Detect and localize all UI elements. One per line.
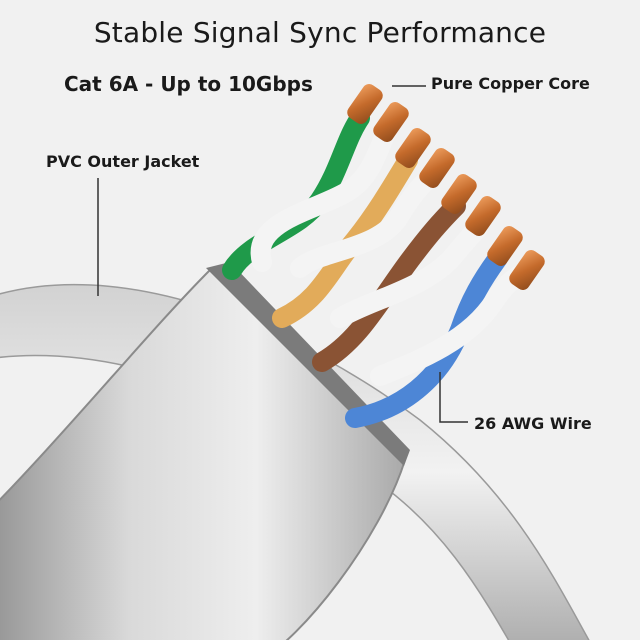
wire-gauge-label: 26 AWG Wire — [474, 414, 592, 433]
copper-core — [509, 250, 545, 290]
copper-core — [441, 174, 477, 214]
white-green-wire — [250, 118, 398, 272]
wire-gauge-leader — [439, 372, 468, 423]
copper-core — [465, 196, 501, 236]
outer-jacket-label: PVC Outer Jacket — [46, 152, 200, 171]
brown-wire — [312, 196, 466, 372]
page-title: Stable Signal Sync Performance — [93, 16, 547, 49]
copper-core — [419, 148, 455, 188]
copper-core — [373, 102, 409, 142]
copper-core — [395, 128, 431, 168]
white-brown-wire — [330, 218, 488, 328]
copper-core-label: Pure Copper Core — [431, 74, 590, 93]
copper-cores — [347, 84, 545, 290]
copper-core — [487, 226, 523, 266]
category-subtitle: Cat 6A - Up to 10Gbps — [64, 72, 313, 96]
white-orange-wire — [290, 166, 442, 278]
copper-core — [347, 84, 383, 124]
